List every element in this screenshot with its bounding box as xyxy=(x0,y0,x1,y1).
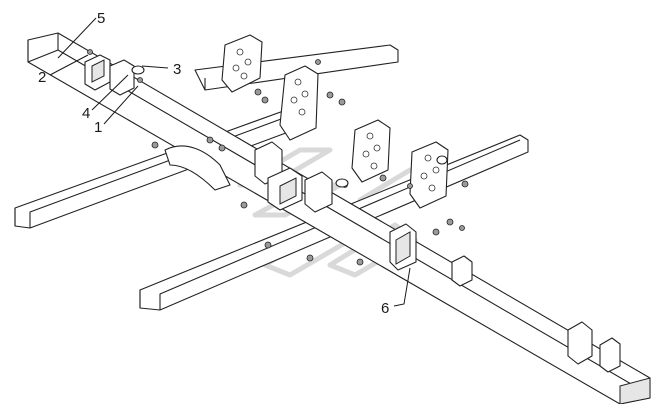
callout-label-3: 3 xyxy=(173,61,181,78)
center-block xyxy=(267,167,303,211)
callout-label-2: 2 xyxy=(38,69,46,86)
mounting-plate-4 xyxy=(409,141,449,209)
bracket-b xyxy=(109,59,135,96)
main-beam xyxy=(27,32,651,404)
bracket-f xyxy=(451,255,473,287)
callout-label-5: 5 xyxy=(97,10,105,27)
callout-label-4: 4 xyxy=(82,105,90,122)
bracket-e xyxy=(389,223,417,271)
fasteners xyxy=(87,49,469,266)
mounting-plate-1 xyxy=(221,34,263,93)
callout-label-1: 1 xyxy=(94,119,102,136)
washer-group xyxy=(131,65,448,188)
bracket-d xyxy=(304,171,333,213)
curved-link-plate xyxy=(164,145,231,191)
callout-label-6: 6 xyxy=(381,300,389,317)
bracket-a xyxy=(84,54,111,91)
mounting-plate-3 xyxy=(351,119,391,183)
bracket-g xyxy=(567,321,593,365)
callout-leaders xyxy=(49,17,411,307)
mounting-plate-2 xyxy=(279,65,319,141)
bracket-h xyxy=(599,337,621,373)
